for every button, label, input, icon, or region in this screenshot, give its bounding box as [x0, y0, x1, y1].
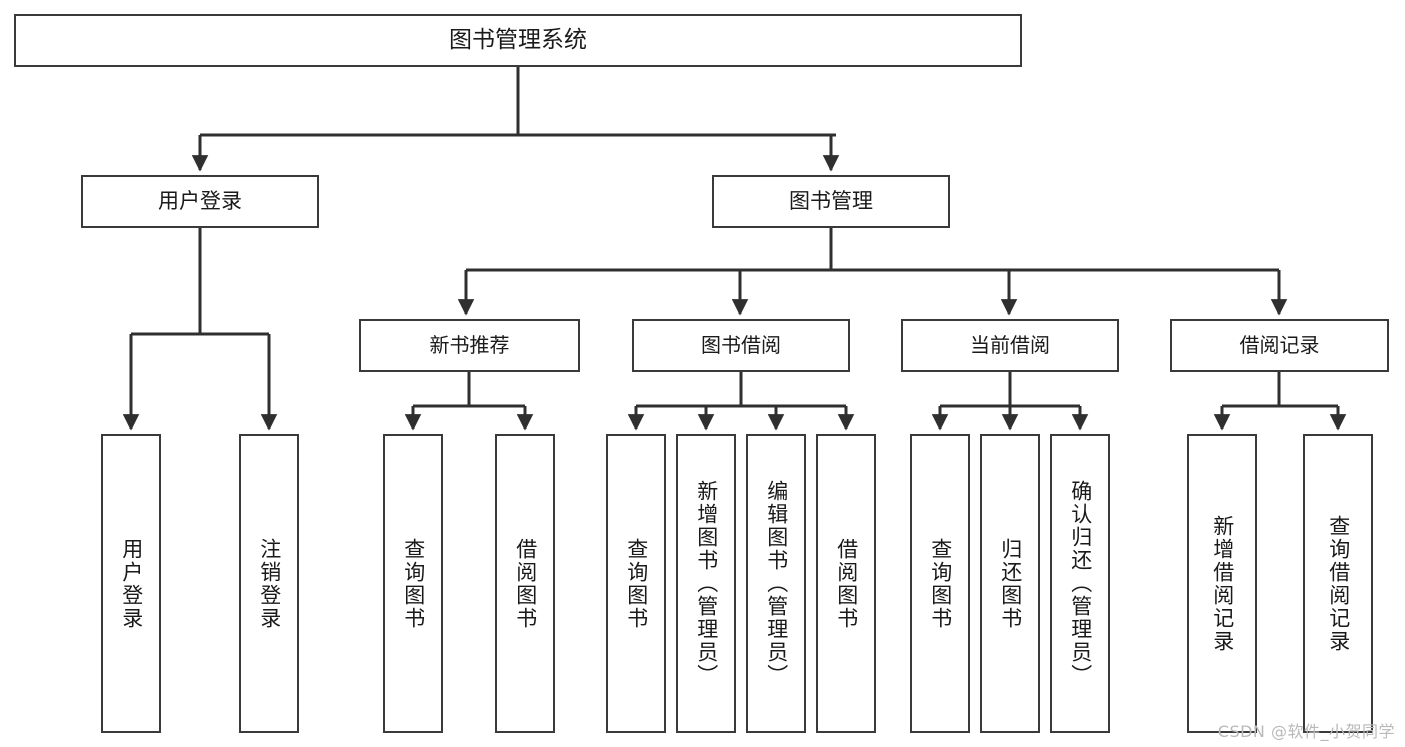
csdn-watermark: CSDN @软件_小贺同学: [1217, 722, 1395, 741]
leaf-new-query-book[interactable]: 查询图书: [383, 434, 443, 733]
leaf-label: 借阅图书: [513, 537, 538, 630]
leaf-current-confirm-return-admin[interactable]: 确认归还（管理员）: [1050, 434, 1110, 733]
leaf-record-query-record[interactable]: 查询借阅记录: [1303, 434, 1373, 733]
leaf-borrow-query-book[interactable]: 查询图书: [606, 434, 666, 733]
node-book-borrow-label: 图书借阅: [701, 333, 781, 358]
node-new-book-recommend-label: 新书推荐: [429, 333, 510, 358]
leaf-login-logout[interactable]: 注销登录: [239, 434, 299, 733]
leaf-label: 新增借阅记录: [1210, 514, 1235, 653]
leaf-new-borrow-book[interactable]: 借阅图书: [495, 434, 555, 733]
leaf-borrow-add-book-admin[interactable]: 新增图书（管理员）: [676, 434, 736, 733]
leaf-borrow-edit-book-admin[interactable]: 编辑图书（管理员）: [746, 434, 806, 733]
leaf-label: 新增图书（管理员）: [694, 480, 719, 687]
node-root-label: 图书管理系统: [449, 26, 587, 53]
leaf-label: 归还图书: [998, 537, 1023, 630]
leaf-label: 编辑图书（管理员）: [764, 480, 789, 687]
node-book-management-label: 图书管理: [789, 188, 873, 213]
node-new-book-recommend[interactable]: 新书推荐: [359, 319, 580, 372]
leaf-label: 查询借阅记录: [1326, 514, 1351, 653]
leaf-label: 注销登录: [257, 537, 282, 630]
leaf-label: 确认归还（管理员）: [1068, 480, 1093, 687]
leaf-current-query-book[interactable]: 查询图书: [910, 434, 970, 733]
leaf-borrow-borrow-book[interactable]: 借阅图书: [816, 434, 876, 733]
node-root[interactable]: 图书管理系统: [14, 14, 1022, 67]
node-user-login-label: 用户登录: [158, 188, 242, 213]
leaf-login-user-login[interactable]: 用户登录: [101, 434, 161, 733]
leaf-label: 用户登录: [119, 537, 144, 630]
node-current-borrow-label: 当前借阅: [970, 333, 1050, 358]
leaf-record-add-record[interactable]: 新增借阅记录: [1187, 434, 1257, 733]
leaf-current-return-book[interactable]: 归还图书: [980, 434, 1040, 733]
node-borrow-record-label: 借阅记录: [1239, 333, 1320, 358]
node-borrow-record[interactable]: 借阅记录: [1170, 319, 1389, 372]
node-book-borrow[interactable]: 图书借阅: [632, 319, 850, 372]
leaf-label: 查询图书: [928, 537, 953, 630]
node-user-login[interactable]: 用户登录: [81, 175, 319, 228]
leaf-label: 借阅图书: [834, 537, 859, 630]
leaf-label: 查询图书: [401, 537, 426, 630]
node-current-borrow[interactable]: 当前借阅: [901, 319, 1119, 372]
node-book-management[interactable]: 图书管理: [712, 175, 950, 228]
leaf-label: 查询图书: [624, 537, 649, 630]
